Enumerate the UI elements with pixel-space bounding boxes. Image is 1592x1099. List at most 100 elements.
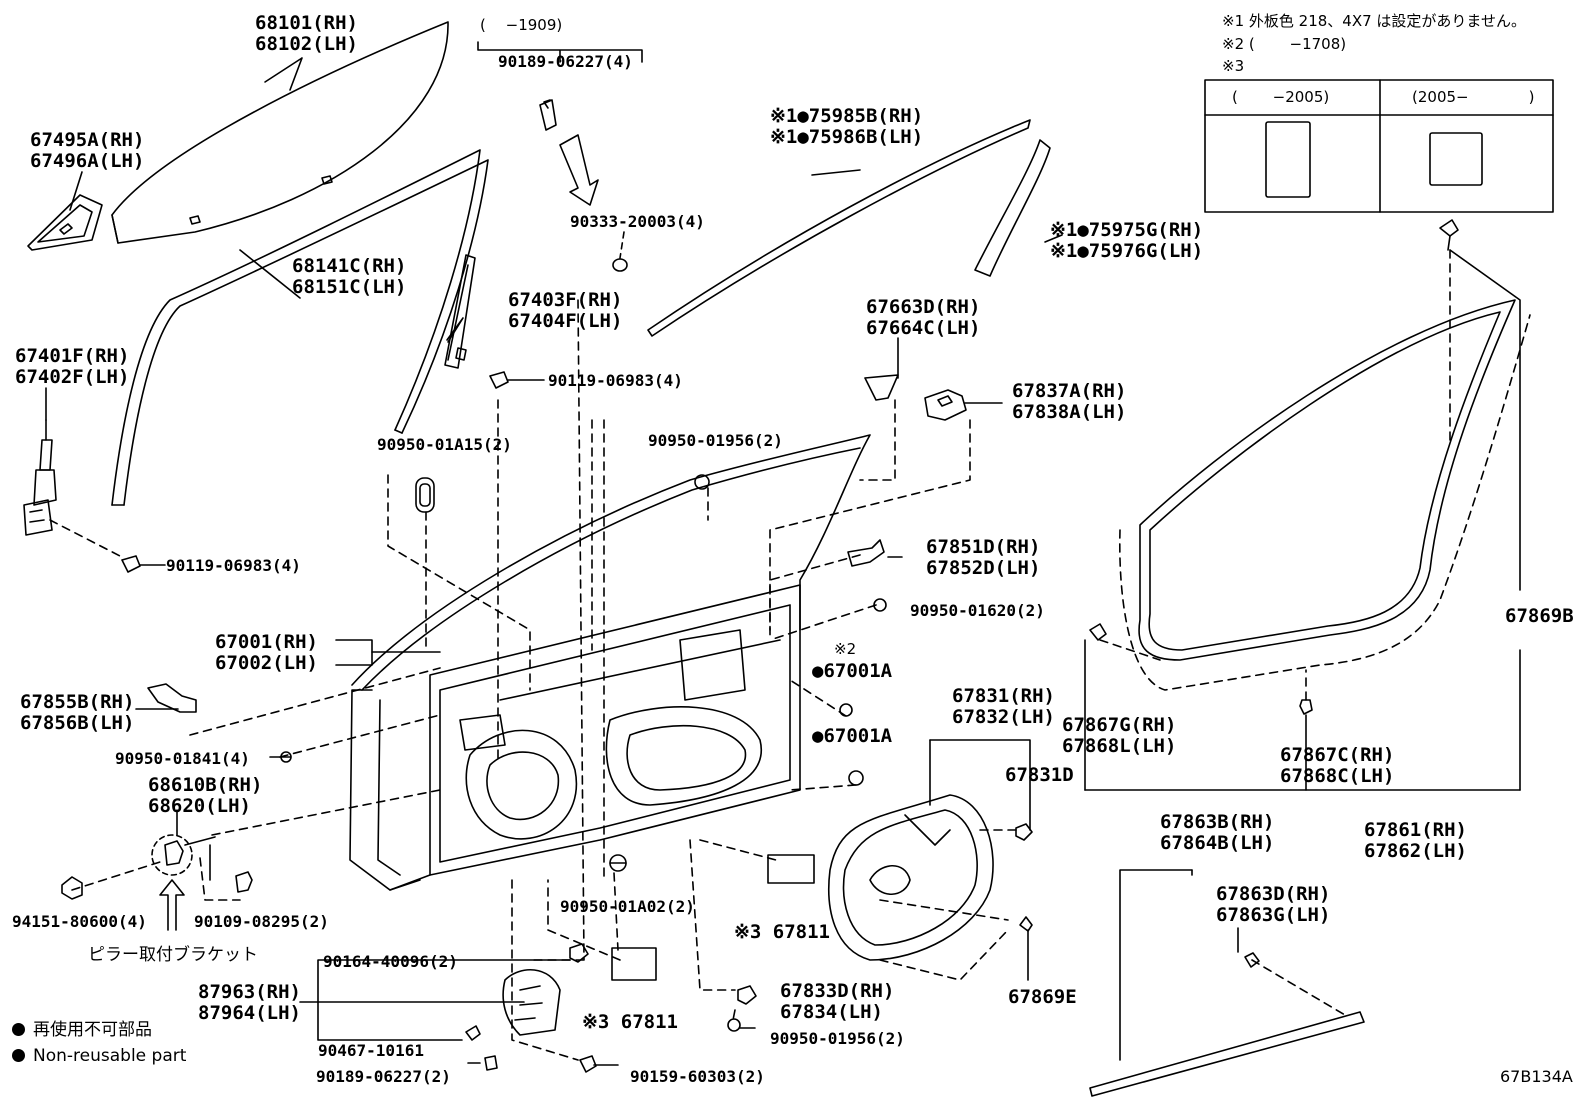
label-sheet-2 [611, 947, 657, 981]
pillar-moulding-drawing [974, 139, 1051, 277]
part-90950-01a02: 90950-01A02(2) [560, 897, 695, 916]
part-67867c: 67867C(RH) [1280, 744, 1395, 766]
part-67855: 67855B(RH) [20, 691, 135, 713]
legend-en: Non-reusable part [12, 1046, 186, 1066]
bracket-drawing [147, 683, 197, 713]
part-87964: 87964(LH) [198, 1002, 301, 1024]
label-sheet-1 [767, 854, 815, 884]
part-67851: 67851D(RH) [926, 536, 1041, 558]
part-94151: 94151-80600(4) [12, 912, 147, 931]
hinge-drawing [151, 834, 193, 876]
part-67837: 67837A(RH) [1012, 380, 1127, 402]
corner-piece-drawing [27, 194, 103, 251]
part-68102: 68102(LH) [255, 33, 358, 55]
part-75985: ※1●75985B(RH) [770, 105, 924, 127]
nut-icon [61, 876, 83, 900]
label-square-icon [1429, 132, 1483, 186]
part-90189b: 90189-06227(2) [316, 1067, 451, 1086]
weatherstrip-dashed-drawing [1118, 314, 1531, 691]
part-75976: ※1●75976G(LH) [1050, 240, 1204, 262]
part-67838: 67838A(LH) [1012, 401, 1127, 423]
up-arrow-icon [159, 879, 185, 931]
regulator-drawing [23, 419, 57, 536]
part-67001: 67001(RH) [215, 631, 318, 653]
part-67832: 67832(LH) [952, 706, 1055, 728]
part-68620: 68620(LH) [148, 795, 251, 817]
label-tall-icon [1265, 121, 1311, 198]
table-col-1: ( −2005) [1232, 88, 1330, 106]
clip-icon [694, 474, 710, 490]
rocker-moulding-drawing [1089, 1011, 1365, 1097]
part-67001a-2: ●67001A [812, 725, 893, 747]
part-67002: 67002(LH) [215, 652, 318, 674]
part-67496: 67496A(LH) [30, 150, 145, 172]
part-90189a: 90189-06227(4) [498, 52, 633, 71]
part-90950-01841: 90950-01841(4) [115, 749, 250, 768]
bolt-icon [235, 871, 253, 893]
part-68151: 68151C(LH) [292, 276, 407, 298]
part-67811a: ※3 67811 [734, 921, 830, 943]
part-67861: 67861(RH) [1364, 819, 1467, 841]
pillar-cap-drawing [864, 374, 899, 401]
door-glass-drawing [111, 21, 449, 244]
part-67001a-1: ●67001A [812, 660, 893, 682]
service-hole-cover-drawing [828, 794, 994, 961]
part-90333: 90333-20003(4) [570, 212, 705, 231]
down-arrow-drawing [559, 134, 599, 206]
part-67403: 67403F(RH) [508, 289, 623, 311]
part-67811b: ※3 67811 [582, 1011, 678, 1033]
diagram-code: 67B134A [1500, 1067, 1573, 1086]
grommet-icon [415, 477, 435, 513]
weatherstrip-drawing [1138, 299, 1516, 661]
top-clip-drawing [539, 99, 557, 131]
channel-drawing [444, 254, 476, 369]
leader-lines [45, 57, 1521, 1066]
part-67868c: 67868C(LH) [1280, 765, 1395, 787]
range-bracket [477, 41, 643, 63]
dashed-leaders [49, 249, 1451, 1061]
part-90950-01956a: 90950-01956(2) [648, 431, 783, 450]
part-90109: 90109-08295(2) [194, 912, 329, 931]
pillar-bracket-label: ピラー取付ブラケット [88, 945, 258, 965]
part-67863b: 67863B(RH) [1160, 811, 1275, 833]
part-75986: ※1●75986B(LH) [770, 126, 924, 148]
part-90164: 90164-40096(2) [323, 952, 458, 971]
door-lock-drawing [502, 968, 561, 1036]
ring-icon [612, 258, 628, 272]
part-67404: 67404F(LH) [508, 310, 623, 332]
part-90950-01620: 90950-01620(2) [910, 601, 1045, 620]
part-67869e: 67869E [1008, 986, 1077, 1008]
part-67664: 67664C(LH) [866, 317, 981, 339]
part-90950-01a15: 90950-01A15(2) [377, 435, 512, 454]
part-87963: 87963(RH) [198, 981, 301, 1003]
part-67869b: 67869B [1505, 605, 1574, 627]
door-shell-drawing [349, 434, 871, 891]
part-68101: 68101(RH) [255, 12, 358, 34]
part-67495: 67495A(RH) [30, 129, 145, 151]
part-90119a: 90119-06983(4) [548, 371, 683, 390]
part-67863g: 67863G(LH) [1216, 904, 1331, 926]
part-67831d: 67831D [1005, 764, 1074, 786]
belt-moulding-drawing [647, 119, 1031, 337]
part-67402: 67402F(LH) [15, 366, 130, 388]
part-90159: 90159-60303(2) [630, 1067, 765, 1086]
part-67852: 67852D(LH) [926, 557, 1041, 579]
top-range: ( −1909) [480, 16, 563, 34]
part-67863d: 67863D(RH) [1216, 883, 1331, 905]
part-67001a-note: ※2 [834, 640, 857, 658]
part-67663: 67663D(RH) [866, 296, 981, 318]
hinge-cover-drawing [847, 539, 885, 567]
part-67868l: 67868L(LH) [1062, 735, 1177, 757]
part-90119b: 90119-06983(4) [166, 556, 301, 575]
part-90950-01956b: 90950-01956(2) [770, 1029, 905, 1048]
striker-bracket-drawing [924, 389, 967, 421]
part-68141: 68141C(RH) [292, 255, 407, 277]
bullet-icon [12, 1023, 25, 1036]
part-67862: 67862(LH) [1364, 840, 1467, 862]
part-90467: 90467-10161 [318, 1041, 424, 1060]
part-67834: 67834(LH) [780, 1001, 883, 1023]
part-67831: 67831(RH) [952, 685, 1055, 707]
glass-run-drawing [111, 149, 489, 506]
